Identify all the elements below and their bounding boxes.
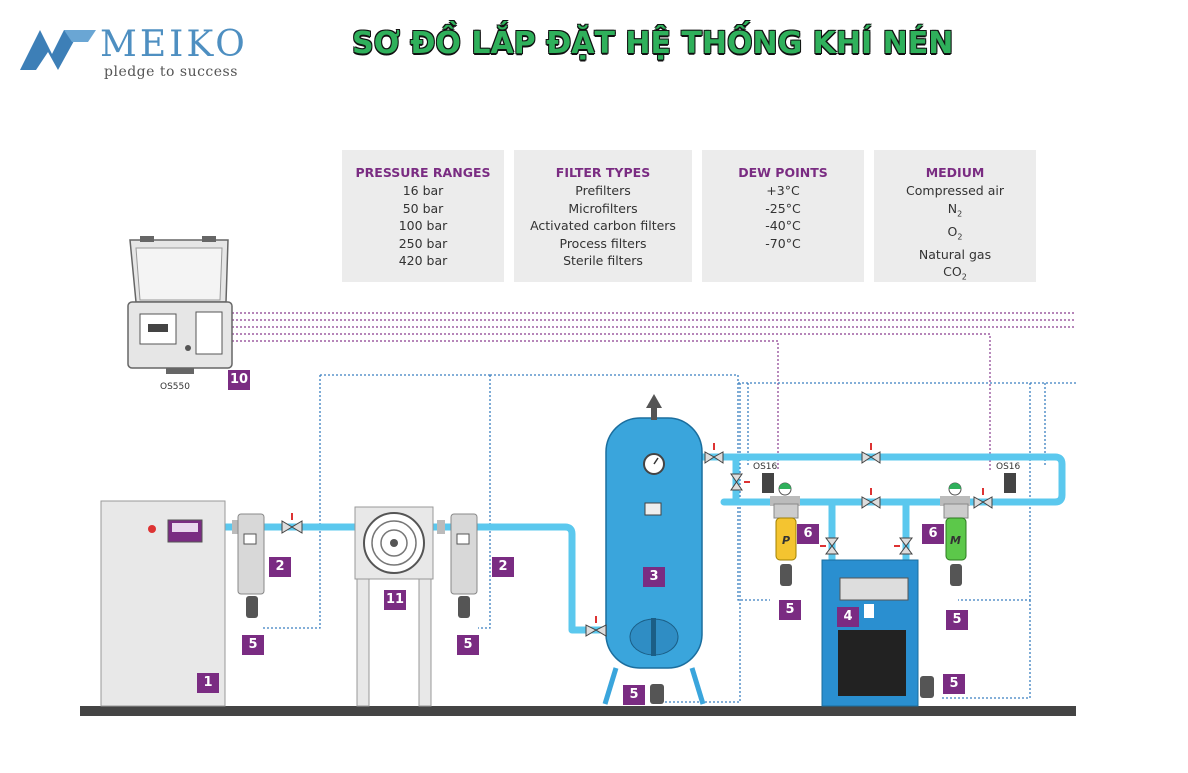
info-line: -70°C xyxy=(765,235,801,251)
badge-drain-d: 5 xyxy=(946,610,968,630)
page-title: SƠ ĐỒ LẮP ĐẶT HỆ THỐNG KHÍ NÉN xyxy=(352,26,954,61)
info-line: CO2 xyxy=(874,263,1036,286)
logo-tagline: pledge to success xyxy=(104,64,238,80)
info-line: Microfilters xyxy=(568,200,638,216)
filter-p-letter: P xyxy=(782,534,791,547)
refrigeration-dryer xyxy=(821,559,919,707)
meiko-logo-mark-icon xyxy=(20,30,96,70)
info-box-dewpoints: DEW POINTS +3°C -25°C -40°C -70°C xyxy=(702,150,864,282)
badge-filter-p: 6 xyxy=(797,524,819,544)
info-line: N2 xyxy=(874,200,1036,223)
badge-dryer: 4 xyxy=(837,607,859,627)
info-line: 420 bar xyxy=(398,253,448,268)
info-heading: PRESSURE RANGES xyxy=(355,165,491,180)
os16-left-label: OS16 xyxy=(753,462,778,472)
badge-drain-b: 5 xyxy=(457,635,479,655)
medium-o: O xyxy=(947,223,958,239)
info-line: Prefilters xyxy=(575,183,631,198)
filter-housing-a xyxy=(232,513,265,618)
filter-p-housing xyxy=(770,482,800,586)
valves xyxy=(281,451,993,637)
info-line: -25°C xyxy=(765,200,801,216)
logo-wordmark: MEIKO xyxy=(100,24,248,65)
subscript: 2 xyxy=(961,272,967,282)
badge-cooler: 11 xyxy=(384,590,406,610)
info-line: 50 bar xyxy=(402,200,444,216)
info-heading: DEW POINTS xyxy=(738,165,828,180)
air-receiver-tank xyxy=(602,394,706,705)
filter-m-housing xyxy=(940,482,970,586)
os16-right-label: OS16 xyxy=(996,462,1021,472)
filter-m-letter: M xyxy=(950,534,961,547)
badge-drain-c: 5 xyxy=(779,600,801,620)
compressor xyxy=(100,500,226,707)
info-line: Sterile filters xyxy=(563,253,643,268)
info-line: Activated carbon filters xyxy=(530,218,676,233)
aftercooler xyxy=(354,506,434,707)
medium-n: N xyxy=(947,200,958,216)
medium-co: CO xyxy=(943,264,962,279)
os550-monitor xyxy=(127,236,233,374)
info-line: Compressed air xyxy=(906,183,1004,198)
filter-housing-b xyxy=(437,513,478,618)
info-line: -40°C xyxy=(765,218,801,233)
info-line: +3°C xyxy=(766,183,800,198)
info-line: O2 xyxy=(874,223,1036,246)
valve-handles xyxy=(291,443,984,623)
sensor-os16-right xyxy=(1004,473,1016,493)
badge-tank: 3 xyxy=(643,567,665,587)
floor-line xyxy=(80,706,1076,716)
badge-drain-tank: 5 xyxy=(623,685,645,705)
sensor-os16-left xyxy=(762,473,774,493)
meiko-logo: MEIKO pledge to success xyxy=(18,24,248,84)
subscript: 2 xyxy=(957,209,963,218)
badge-drain-a: 5 xyxy=(242,635,264,655)
signal-lines-purple xyxy=(228,312,1076,470)
info-line: Natural gas xyxy=(918,246,992,262)
subscript: 2 xyxy=(957,232,963,241)
info-box-medium: MEDIUM Compressed air N2 O2 Natural gas … xyxy=(874,150,1036,282)
info-box-filters: FILTER TYPES Prefilters Microfilters Act… xyxy=(514,150,692,282)
dryer-drain xyxy=(920,676,934,698)
info-heading: MEDIUM xyxy=(925,165,985,180)
badge-compressor: 1 xyxy=(197,673,219,693)
badge-monitor: 10 xyxy=(228,370,250,390)
info-line: Process filters xyxy=(559,235,647,251)
os550-label: OS550 xyxy=(160,382,190,392)
info-heading: FILTER TYPES xyxy=(555,165,651,180)
badge-filter-a: 2 xyxy=(269,557,291,577)
badge-filter-b: 2 xyxy=(492,557,514,577)
badge-filter-m: 6 xyxy=(922,524,944,544)
info-line: 100 bar xyxy=(398,218,448,233)
badge-drain-dryer: 5 xyxy=(943,674,965,694)
info-box-pressure: PRESSURE RANGES 16 bar 50 bar 100 bar 25… xyxy=(342,150,504,282)
info-line: 16 bar xyxy=(402,183,444,198)
info-line: 250 bar xyxy=(398,235,448,251)
